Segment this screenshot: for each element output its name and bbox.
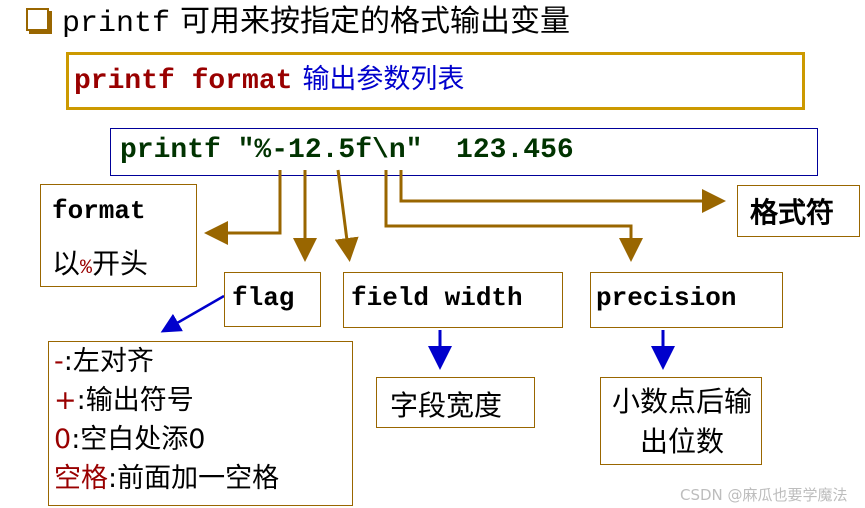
syntax-box — [66, 52, 805, 110]
command-box — [110, 128, 818, 176]
field-width-desc: 字段宽度 — [390, 389, 503, 422]
arrow-precision-to-precision — [384, 170, 643, 262]
format-desc: 以%开头 — [52, 242, 148, 282]
flag-item-space: 空格:前面加一空格 — [54, 462, 279, 496]
flag-desc: :左对齐 — [63, 346, 154, 377]
field-width-box — [343, 272, 563, 328]
format-desc-suffix: 开头 — [92, 247, 149, 280]
arrow-percent-to-format — [204, 170, 282, 245]
flag-symbol: - — [54, 346, 64, 377]
flag-item-zero: 0:空白处添0 — [54, 423, 205, 457]
field-width-label: field width — [351, 283, 523, 313]
syntax-line: printf format 输出参数列表 — [74, 62, 464, 99]
precision-box — [590, 272, 783, 328]
format-desc-symbol: % — [80, 257, 93, 280]
flag-symbol: 空格 — [54, 463, 108, 494]
precision-desc: 小数点后输出位数 — [612, 385, 753, 458]
square-bullet-icon — [26, 8, 49, 31]
arrow-width-to-field-width — [334, 169, 359, 262]
flag-symbol: + — [54, 385, 77, 416]
flag-desc: :前面加一空格 — [108, 463, 280, 494]
specifier-label: 格式符 — [750, 196, 835, 229]
title-keyword: printf — [62, 7, 171, 41]
arrow-f-to-specifier — [399, 170, 726, 213]
flag-symbol: 0 — [54, 424, 72, 455]
flag-box — [224, 272, 321, 327]
flag-item-plus: +:输出符号 — [54, 384, 194, 418]
flag-desc: :空白处添0 — [71, 424, 206, 455]
flag-label: flag — [232, 283, 295, 313]
precision-desc-box — [600, 377, 762, 465]
flags-list-box — [48, 341, 353, 506]
specifier-box — [737, 185, 860, 237]
field-width-desc-box — [376, 377, 535, 428]
format-label: format — [52, 196, 146, 226]
arrow-flag-to-flags-list — [160, 294, 225, 333]
command-text: printf "%-12.5f\n" 123.456 — [120, 135, 574, 166]
page-title: printf 可用来按指定的格式输出变量 — [62, 2, 570, 44]
flag-desc: :输出符号 — [76, 385, 194, 416]
syntax-keyword: printf format — [74, 66, 293, 97]
format-box — [40, 184, 197, 287]
precision-label: precision — [596, 283, 737, 313]
title-text: 可用来按指定的格式输出变量 — [180, 4, 571, 39]
syntax-args: 输出参数列表 — [302, 64, 465, 95]
watermark: CSDN @麻瓜也要学魔法 — [680, 486, 848, 504]
flag-item-minus: -:左对齐 — [54, 345, 154, 379]
format-desc-prefix: 以 — [52, 247, 81, 280]
